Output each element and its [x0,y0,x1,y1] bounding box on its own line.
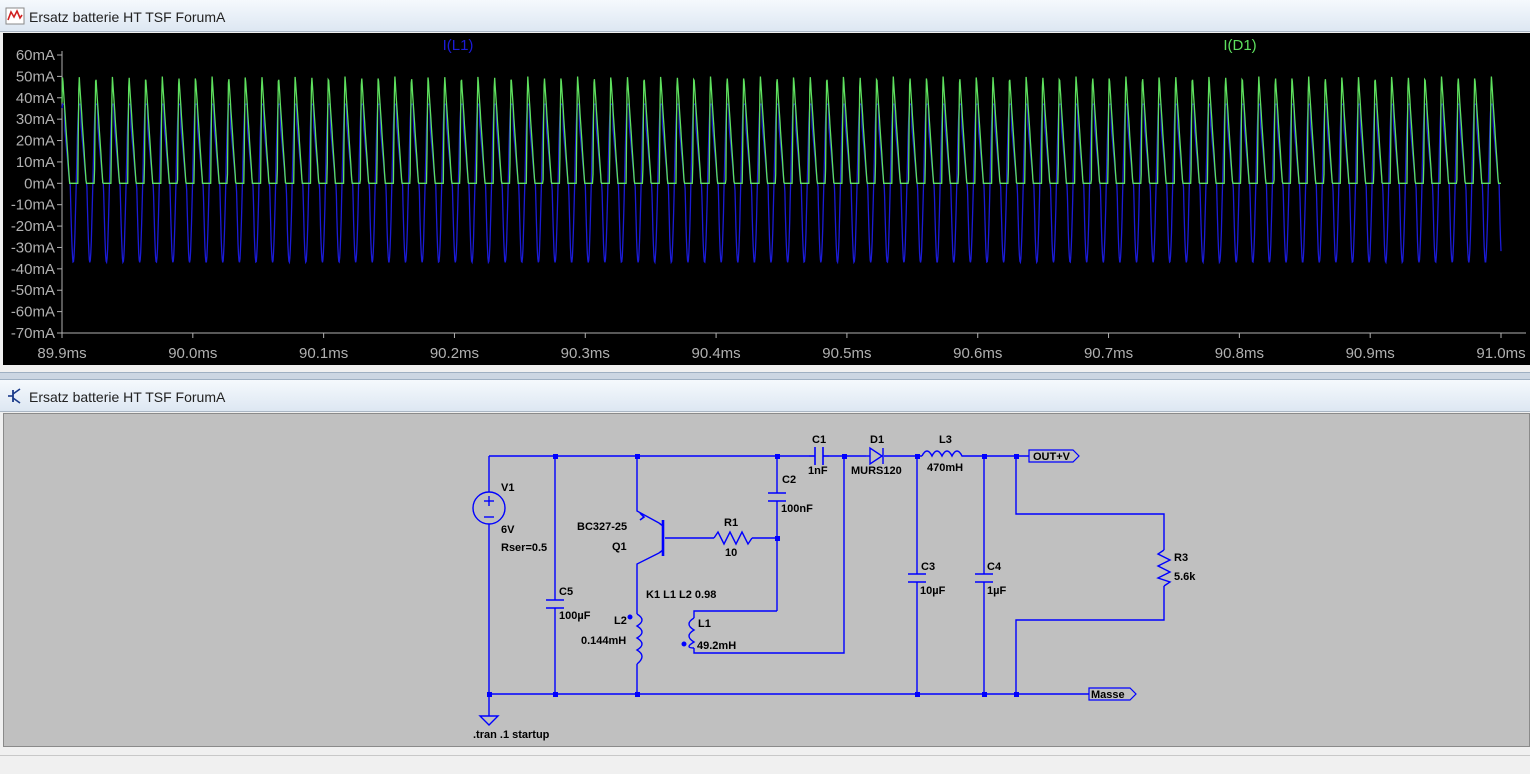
x-axis: 89.9ms 90.0ms 90.1ms 90.2ms 90.3ms 90.4ms 90.5… [37,332,1526,362]
r1-name: R1 [724,517,738,529]
y-tick-label: 30mA [16,111,55,128]
c3-value: 10µF [920,585,946,597]
x-tick-label: 90.5ms [822,345,871,362]
capacitor-c3[interactable] [908,573,926,583]
net-label-gnd[interactable] [1088,687,1137,701]
x-tick-label: 90.8ms [1215,345,1264,362]
c1-value: 1nF [808,465,828,477]
x-tick-label: 90.6ms [953,345,1002,362]
y-tick-label: -50mA [11,282,55,299]
l3-name: L3 [939,434,952,446]
net-label-out[interactable] [1028,449,1080,463]
voltage-source-v1[interactable] [472,491,506,525]
waveform-icon [5,7,25,25]
resistor-r3[interactable] [1156,549,1172,587]
ground-symbol[interactable] [478,715,500,726]
capacitor-c1[interactable] [809,447,829,465]
y-tick-label: 0mA [24,175,55,192]
inductor-l2[interactable] [627,613,643,665]
q1-model: BC327-25 [577,521,627,533]
resistor-r1[interactable] [713,530,753,546]
capacitor-c4[interactable] [975,573,993,583]
y-tick-label: -20mA [11,218,55,235]
diode-d1[interactable] [866,446,884,466]
c5-name: C5 [559,586,573,598]
r3-value: 5.6k [1174,571,1196,583]
c4-value: 1µF [987,585,1006,597]
legend-i-l1[interactable]: I(L1) [443,37,474,54]
y-tick-label: -30mA [11,239,55,256]
y-tick-label: 20mA [16,133,55,150]
x-tick-label: 89.9ms [37,345,86,362]
inductor-l3[interactable] [921,450,966,458]
waveform-plot[interactable]: 60mA 50mA 40mA 30mA 20mA 10mA 0mA -10mA -20mA -30… [3,33,1530,365]
d1-model: MURS120 [851,465,902,477]
legend-i-d1[interactable]: I(D1) [1223,37,1256,54]
k1-coupling: K1 L1 L2 0.98 [646,589,716,601]
waveform-window-titlebar[interactable]: Ersatz batterie HT TSF ForumA [0,0,1530,32]
y-tick-label: -60mA [11,304,55,321]
d1-name: D1 [870,434,884,446]
schematic-canvas[interactable]: V1 6V Rser=0.5 BC327-25 Q1 R1 10 C1 1nF … [3,413,1530,747]
c1-name: C1 [812,434,826,446]
v1-name: V1 [501,482,514,494]
x-tick-label: 91.0ms [1476,345,1525,362]
x-tick-label: 90.9ms [1346,345,1395,362]
status-bar [0,755,1530,774]
v1-rser: Rser=0.5 [501,542,547,554]
trace-id1[interactable] [61,76,1501,184]
junction-dots [487,454,1019,697]
y-tick-label: -10mA [11,197,55,214]
circuit-diagram[interactable]: V1 6V Rser=0.5 BC327-25 Q1 R1 10 C1 1nF … [4,414,1529,746]
y-tick-label: 50mA [16,68,55,85]
c4-name: C4 [987,561,1002,573]
x-tick-label: 90.4ms [691,345,740,362]
c3-name: C3 [921,561,935,573]
y-axis: 60mA 50mA 40mA 30mA 20mA 10mA 0mA -10mA -20mA -30… [11,47,63,342]
y-tick-label: -70mA [11,325,55,342]
l2-name: L2 [614,615,627,627]
wires[interactable] [488,455,1165,716]
y-tick-label: -40mA [11,261,55,278]
l1-value: 49.2mH [697,640,736,652]
c2-name: C2 [782,474,796,486]
schematic-window-titlebar[interactable]: Ersatz batterie HT TSF ForumA [0,380,1530,412]
l3-value: 470mH [927,462,963,474]
x-tick-label: 90.2ms [430,345,479,362]
r3-name: R3 [1174,552,1188,564]
gnd-label-text: Masse [1091,689,1125,701]
spice-directive[interactable]: .tran .1 startup [473,729,550,741]
c2-value: 100nF [781,503,813,515]
y-tick-label: 60mA [16,47,55,64]
x-tick-label: 90.3ms [561,345,610,362]
waveform-window-title: Ersatz batterie HT TSF ForumA [29,9,226,25]
c5-value: 100µF [559,610,591,622]
y-tick-label: 40mA [16,90,55,107]
x-tick-label: 90.0ms [168,345,217,362]
waveform-window[interactable]: Ersatz batterie HT TSF ForumA 60mA 50mA 40… [0,0,1530,372]
capacitor-c5[interactable] [546,599,564,609]
schematic-window-title: Ersatz batterie HT TSF ForumA [29,389,226,405]
y-tick-label: 10mA [16,154,55,171]
schematic-window[interactable]: Ersatz batterie HT TSF ForumA [0,380,1530,755]
l1-name: L1 [698,618,711,630]
window-splitter[interactable] [0,372,1530,380]
traces [61,76,1502,265]
l2-value: 0.144mH [581,635,626,647]
capacitor-c2[interactable] [768,492,786,502]
out-label-text: OUT+V [1033,451,1071,463]
waveform-chart[interactable]: 60mA 50mA 40mA 30mA 20mA 10mA 0mA -10mA -20mA -30… [3,33,1530,365]
transistor-icon [8,388,21,404]
q1-name: Q1 [612,541,627,553]
v1-value: 6V [501,524,515,536]
x-tick-label: 90.1ms [299,345,348,362]
x-tick-label: 90.7ms [1084,345,1133,362]
inductor-l1[interactable] [681,617,696,649]
r1-value: 10 [725,547,737,559]
transistor-q1[interactable] [639,512,665,556]
